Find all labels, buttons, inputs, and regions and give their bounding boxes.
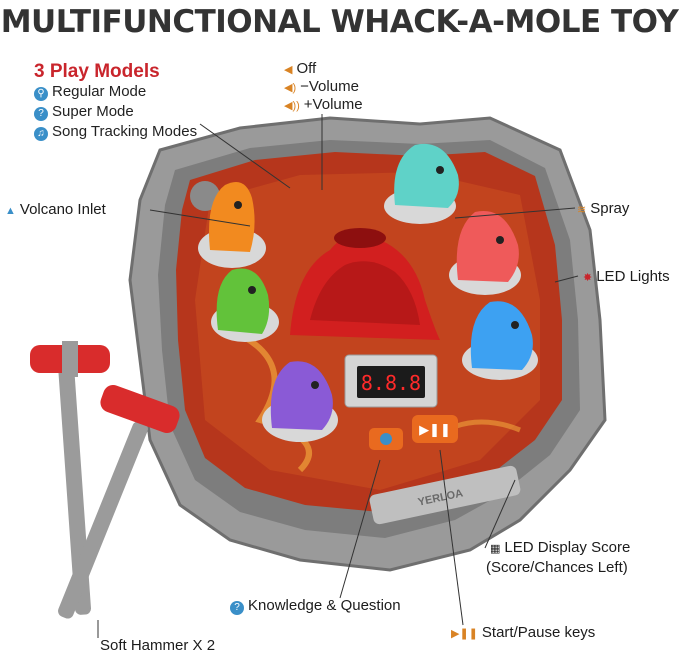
callout-knowledge: ? Knowledge & Question <box>230 597 401 615</box>
mode-regular: ⚲ Regular Mode <box>34 83 146 101</box>
mole-red <box>449 210 521 295</box>
speaker-icon: ◀) <box>284 82 297 94</box>
song-icon: ♫ <box>34 127 48 141</box>
mode-super: ? Super Mode <box>34 103 134 121</box>
mode-regular-label: Regular Mode <box>52 83 147 100</box>
volume-down: ◀)−Volume <box>284 78 359 95</box>
callout-spray-label: Spray <box>590 200 630 217</box>
callout-start-pause-label: Start/Pause keys <box>481 624 596 641</box>
mole-teal <box>384 143 459 224</box>
callout-volcano-inlet: ▲Volcano Inlet <box>5 201 106 218</box>
volcano-icon: ▲ <box>5 205 16 217</box>
mole-blue <box>462 301 538 380</box>
speaker-grill <box>190 181 220 211</box>
speaker-icon: ◀ <box>284 64 293 76</box>
volume-up-label: +Volume <box>303 96 363 113</box>
mole-purple <box>262 361 338 442</box>
callout-volcano-inlet-label: Volcano Inlet <box>19 201 106 218</box>
search-icon: ⚲ <box>34 87 48 101</box>
brand-plate: YERLOA <box>369 465 521 525</box>
leader-lines <box>97 114 579 638</box>
callout-led-lights-label: LED Lights <box>596 268 670 285</box>
callout-soft-hammer: Soft Hammer X 2 <box>100 637 216 654</box>
callout-knowledge-label: Knowledge & Question <box>248 597 401 614</box>
callout-spray: ≋Spray <box>577 200 629 217</box>
mole-green <box>211 268 279 342</box>
callout-led-lights: ✸LED Lights <box>583 268 670 285</box>
callout-start-pause: ▶❚❚Start/Pause keys <box>451 624 595 641</box>
modes-heading: 3 Play Models <box>34 61 160 82</box>
volume-off: ◀Off <box>284 60 316 77</box>
mode-song-tracking: ♫ Song Tracking Modes <box>34 123 197 141</box>
question-icon: ? <box>34 107 48 121</box>
callout-led-display-label: LED Display Score <box>504 539 631 556</box>
mode-super-label: Super Mode <box>52 103 134 120</box>
spray-icon: ≋ <box>577 204 587 216</box>
question-icon: ? <box>230 601 244 615</box>
volcano <box>290 228 440 340</box>
start-pause-button <box>412 415 458 443</box>
play-pause-icon: ▶❚❚ <box>451 628 478 640</box>
speaker-icon: ◀)) <box>284 100 300 112</box>
hammer-1 <box>30 341 110 615</box>
hammer-2 <box>58 384 180 619</box>
volume-down-label: −Volume <box>300 78 359 95</box>
page-title: MULTIFUNCTIONAL WHACK-A-MOLE TOY <box>0 4 679 40</box>
callout-score-chances: (Score/Chances Left) <box>486 559 628 576</box>
led-display: 8.8.8 <box>344 354 438 408</box>
svg-text:8.8.8: 8.8.8 <box>361 371 421 395</box>
display-icon: ▦ <box>490 543 501 555</box>
light-icon: ✸ <box>583 272 593 284</box>
volume-off-label: Off <box>296 60 317 77</box>
volume-up: ◀))+Volume <box>284 96 363 113</box>
callout-led-display: ▦LED Display Score <box>490 539 630 556</box>
mole-orange <box>198 181 266 268</box>
mode-song-label: Song Tracking Modes <box>52 123 198 140</box>
svg-text:▶❚❚: ▶❚❚ <box>419 422 451 438</box>
